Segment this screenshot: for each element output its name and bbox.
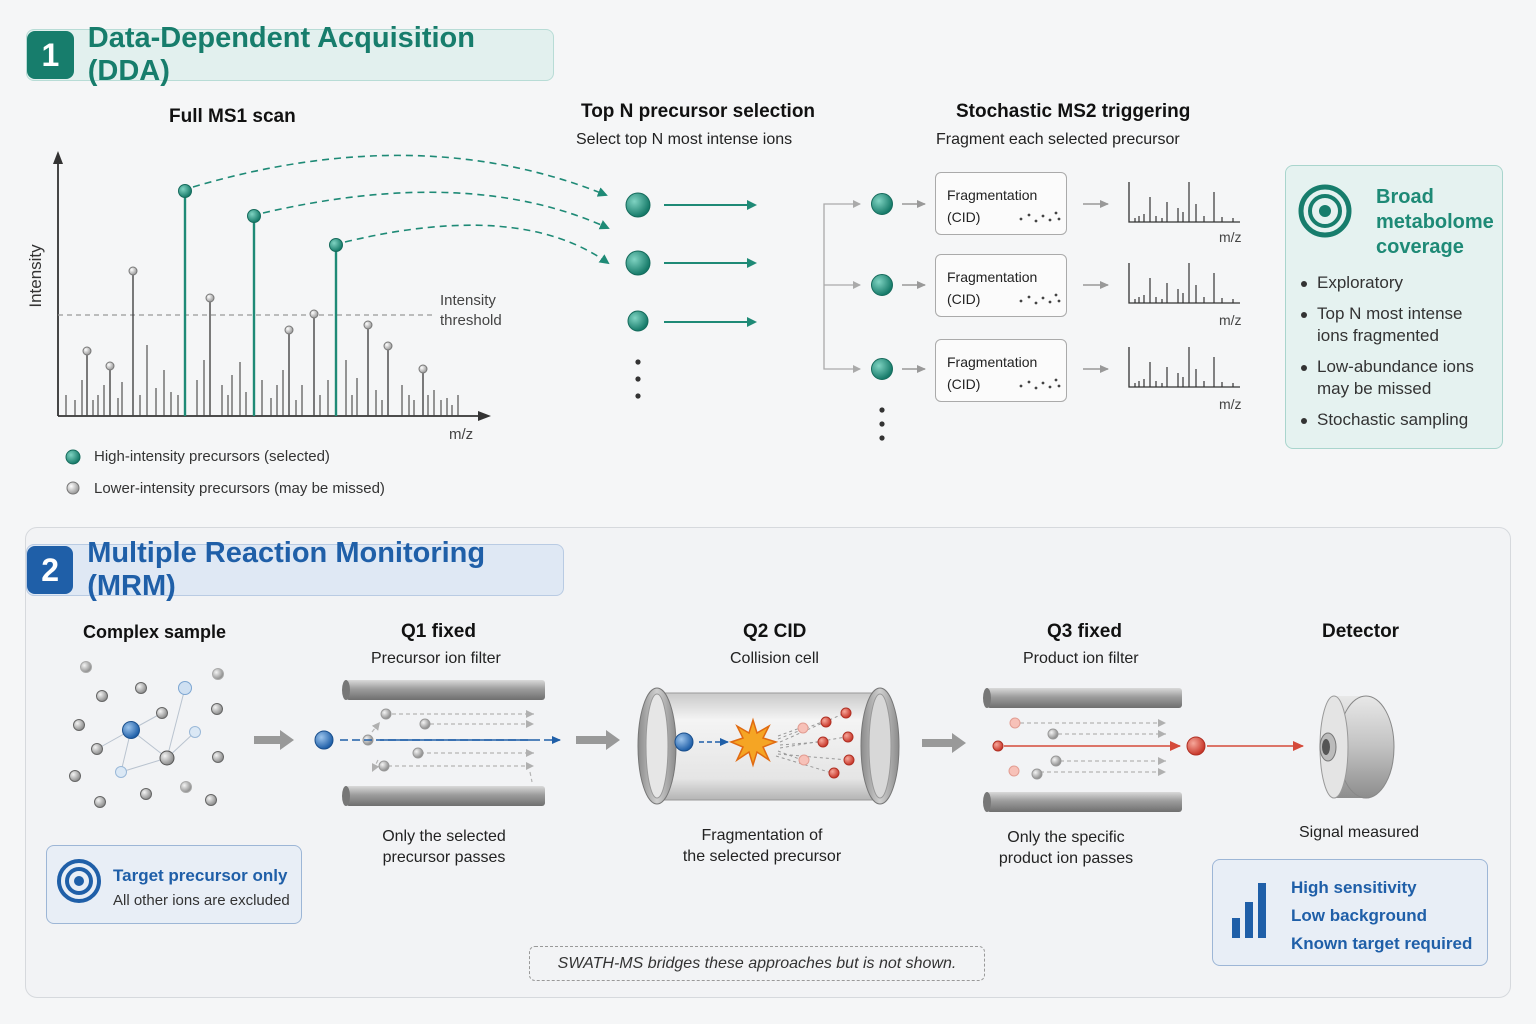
ms2-precursor-3 [871,358,893,380]
card-bullet-4: Stochastic sampling [1301,409,1474,431]
q2-subtitle: Collision cell [730,650,819,667]
dda-diagram [53,151,1240,495]
q3-subtitle: Product ion filter [1023,650,1139,667]
card-title-line2: metabolome [1376,211,1494,233]
mrm-card-line2: Low background [1291,906,1427,925]
sample-ions [69,661,224,808]
product-ion [1186,736,1206,756]
complex-sample-network [96,687,196,773]
dda-coverage-card: Broad metabolome coverage Exploratory To… [1285,165,1503,449]
section-number-1: 1 [27,31,74,79]
legend-missed: Lower-intensity precursors (may be misse… [94,480,385,497]
selected-precursor-2 [625,250,651,276]
target-icon [57,859,101,903]
ms2-precursor-2 [871,274,893,296]
dda-header: 1 Data-Dependent Acquisition (DDA) [26,22,554,87]
low-intensity-precursor [363,320,373,330]
card-bullet-1: Exploratory [1301,272,1474,294]
card-title-line3: coverage [1376,236,1464,258]
q2-collision-cell [637,687,900,805]
ms1-spectrum [65,184,459,416]
ms2-title: Stochastic MS2 triggering [956,101,1191,122]
mrm-card-line3: Known target required [1291,934,1473,953]
q2-precursor-ion [674,732,694,752]
ms2-precursor-1 [871,193,893,215]
ms2-spectrum-3 [1128,347,1240,388]
q1-subtitle: Precursor ion filter [371,650,501,667]
spectrum-axis-label-1: m/z [1219,229,1242,245]
mrm-card-line1: High sensitivity [1291,878,1417,897]
x-axis-label: m/z [449,426,474,443]
low-intensity-precursor [82,346,92,356]
ms2-spectrum-2 [1128,263,1240,304]
low-intensity-precursor [105,361,115,371]
spectrum-axis-label-2: m/z [1219,312,1242,328]
target-subtitle: All other ions are excluded [113,892,290,909]
q2-title: Q2 CID [743,621,807,642]
mrm-header: 2 Multiple Reaction Monitoring (MRM) [26,537,564,602]
legend-missed-marker [66,481,80,495]
target-title: Target precursor only [113,866,288,885]
fragmentation-box-2: Fragmentation(CID) [935,254,1067,317]
topn-precursors [625,192,757,399]
legend-selected: High-intensity precursors (selected) [94,448,330,465]
q1-precursor-ion [314,730,334,750]
ms2-rows [871,182,1240,388]
collision-burst [728,717,779,768]
topn-title: Top N precursor selection [581,101,816,122]
flow-arrows [254,730,966,753]
bar-chart-icon [1232,883,1266,938]
low-intensity-precursor [284,325,294,335]
low-intensity-precursor [418,364,428,374]
selected-precursor-3 [627,310,649,332]
q3-quadrupole [983,688,1182,812]
high-intensity-precursor [329,238,343,252]
low-intensity-precursor [383,341,393,351]
high-intensity-precursor [247,209,261,223]
threshold-label-2: threshold [440,312,502,329]
selected-precursor-1 [625,192,651,218]
ms1-axes [53,151,491,421]
ms2-spectrum-1 [1128,182,1240,223]
ms1-title: Full MS1 scan [169,106,296,127]
low-intensity-precursor [205,293,215,303]
footnote-box [529,946,985,981]
spectrum-axis-label-3: m/z [1219,396,1242,412]
q3-title: Q3 fixed [1047,621,1122,642]
selection-arrows [192,154,610,265]
target-precursor-card: Target precursor only All other ions are… [46,845,302,924]
topn-subtitle: Select top N most intense ions [576,131,793,148]
mrm-title: Multiple Reaction Monitoring (MRM) [87,537,486,602]
footnote: SWATH-MS bridges these approaches but is… [557,955,957,972]
detector-title: Detector [1322,621,1400,642]
q1-title: Q1 fixed [401,621,476,642]
high-intensity-precursor [178,184,192,198]
detector-caption: Signal measured [1299,824,1420,841]
card-title-line1: Broad [1376,186,1434,208]
ms2-bracket [823,200,861,373]
mrm-summary-card: High sensitivity Low background Known ta… [1212,859,1488,966]
low-intensity-precursor [128,266,138,276]
target-icon [1298,184,1352,238]
detector [1319,695,1395,799]
dda-title: Data-Dependent Acquisition (DDA) [87,22,475,87]
mrm-diagram [69,661,1395,812]
threshold-label-1: Intensity [440,292,496,309]
low-intensity-precursor [309,309,319,319]
legend-selected-marker [65,449,81,465]
sample-title: Complex sample [83,622,227,642]
section-number-2: 2 [27,546,74,594]
q1-quadrupole [314,680,561,806]
fragmentation-box-1: Fragmentation(CID) [935,172,1067,235]
fragmentation-box-3: Fragmentation(CID) [935,339,1067,402]
ms2-subtitle: Fragment each selected precursor [936,131,1180,148]
